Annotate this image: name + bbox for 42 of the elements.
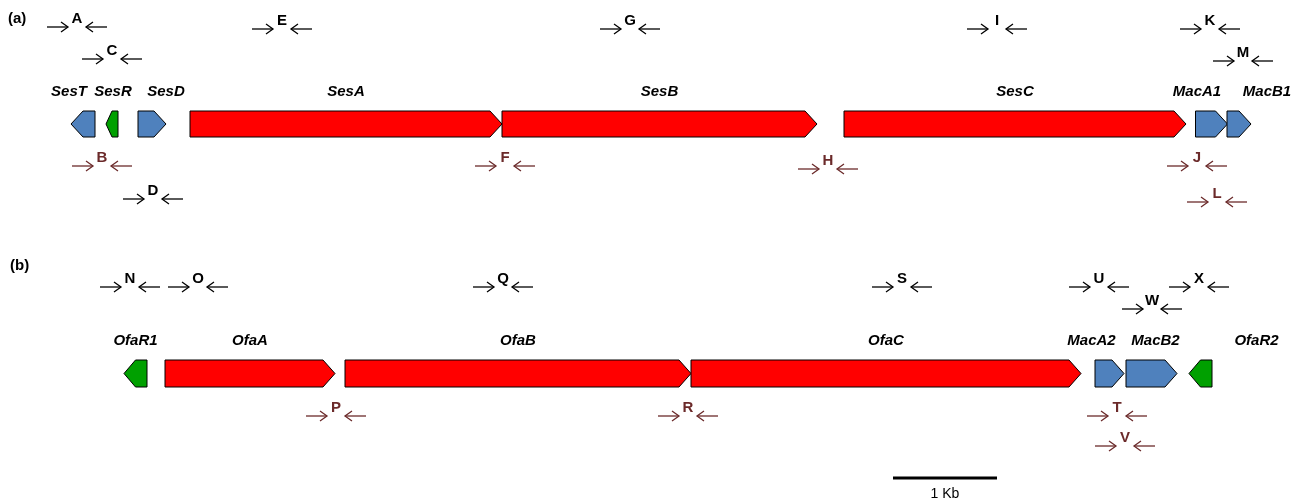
gene-name: SesA: [326, 81, 366, 101]
primer-label: L: [1212, 185, 1222, 201]
primer-label: E: [277, 12, 287, 28]
primer-label: I: [994, 12, 1000, 28]
gene-name: MacA2: [1067, 330, 1116, 350]
primer-label: D: [147, 182, 159, 198]
primer-label: V: [1120, 429, 1130, 445]
primer-label: G: [624, 12, 636, 28]
gene-name: OfaR2: [1233, 330, 1280, 350]
gene-name: OfaR1: [112, 330, 159, 350]
gene-name: OfaA: [231, 330, 269, 350]
gene-name: SesC: [995, 81, 1035, 101]
primer-label: W: [1144, 292, 1160, 308]
primer-label: O: [192, 270, 204, 286]
primer-label: R: [682, 399, 694, 415]
primer-label: K: [1204, 12, 1216, 28]
gene-name: SesB: [639, 81, 680, 101]
gene-name: OfaC: [867, 330, 905, 350]
primer-label: B: [96, 149, 108, 165]
primer-label: M: [1236, 44, 1250, 60]
primer-label: Q: [497, 270, 509, 286]
gene-name: MacB1: [1242, 81, 1292, 101]
primer-label: A: [71, 10, 83, 26]
primer-label: J: [1192, 149, 1202, 165]
primer-label: H: [822, 152, 834, 168]
panel-label: (b): [10, 257, 30, 273]
gene-name: MacB2: [1131, 330, 1180, 350]
primer-label: T: [1112, 399, 1122, 415]
primer-label: X: [1194, 270, 1204, 286]
gene-name: SesR: [93, 81, 133, 101]
panel-label: (a): [8, 10, 27, 26]
gene-name: OfaB: [499, 330, 537, 350]
primer-label: U: [1093, 270, 1105, 286]
primer-label: F: [500, 149, 510, 165]
primer-label: C: [106, 42, 118, 58]
gene-name: SesD: [146, 81, 186, 101]
primer-label: N: [124, 270, 136, 286]
gene-name: SesT: [50, 81, 89, 101]
scale-label: 1 Kb: [930, 485, 960, 501]
primer-label: P: [331, 399, 341, 415]
primer-label: S: [897, 270, 907, 286]
gene-name: MacA1: [1172, 81, 1222, 101]
